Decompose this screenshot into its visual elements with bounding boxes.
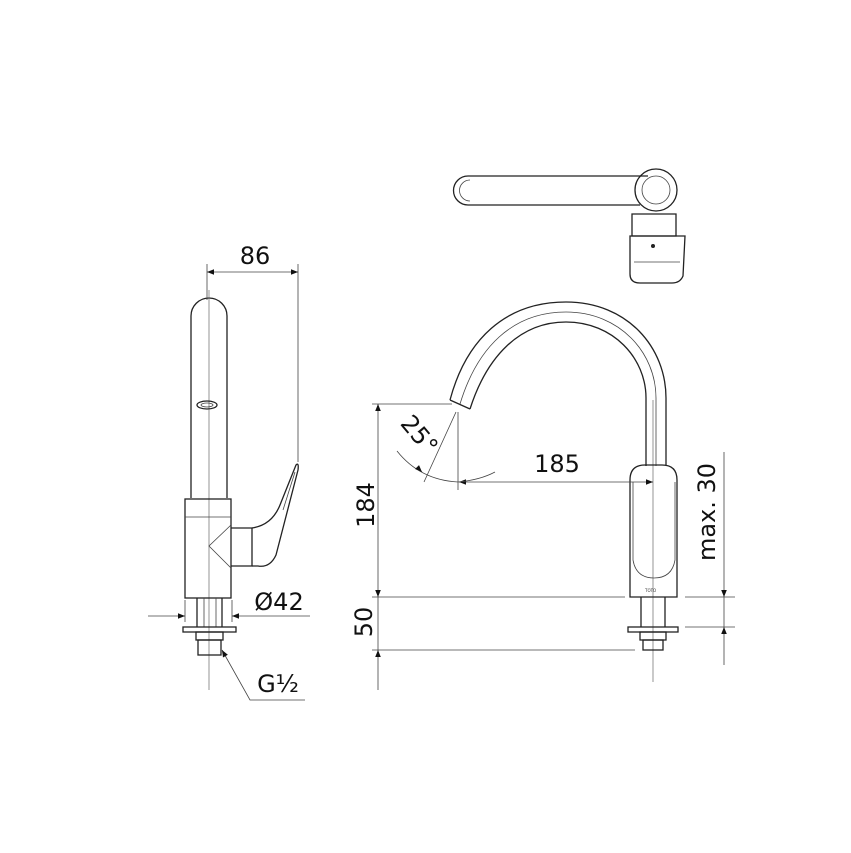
dim-thread: G½ <box>257 670 299 698</box>
top-view <box>452 168 686 284</box>
dim-reach-185: 185 <box>534 450 580 478</box>
side-view <box>182 290 299 690</box>
dimension-lines <box>148 264 735 701</box>
dim-max-30: max. 30 <box>693 463 721 561</box>
dim-angle-25: 25° <box>395 410 444 461</box>
body-logo: TOTO <box>644 588 656 593</box>
dim-height-184: 184 <box>352 482 380 528</box>
front-view: TOTO <box>449 301 679 682</box>
dim-diameter-42: Ø42 <box>254 588 303 616</box>
dim-shank-50: 50 <box>350 607 378 638</box>
dim-width-86: 86 <box>240 242 271 270</box>
